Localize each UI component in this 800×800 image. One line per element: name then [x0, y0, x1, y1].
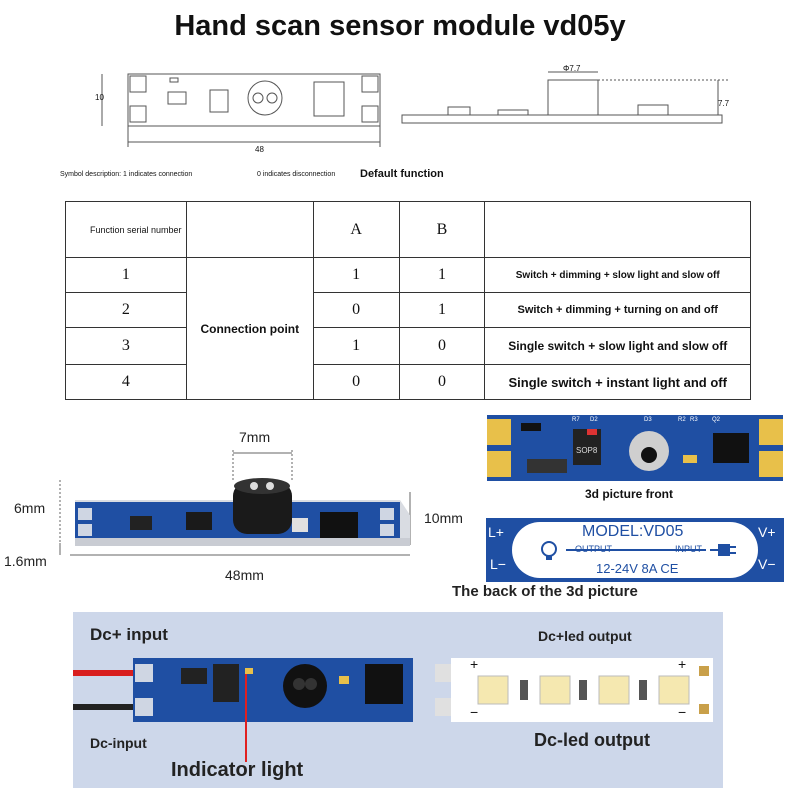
row-serial: 2	[65, 292, 187, 328]
led-minus-right-mark: −	[678, 704, 687, 720]
l-plus-label: L+	[488, 524, 504, 540]
side-view-drawing	[401, 71, 728, 124]
silk-q2: Q2	[712, 417, 721, 423]
output-label: OUTPUT	[575, 544, 612, 554]
led-plus-output-label: Dc+led output	[538, 628, 632, 644]
header-b: B	[398, 201, 486, 258]
v-minus-label: V−	[758, 556, 776, 572]
table-row: 4 0 0 Single switch + instant light and …	[65, 364, 751, 400]
silk-chip: SOP8	[576, 446, 598, 455]
sensor-width-dim: 7mm	[239, 429, 271, 445]
module-dimension-figure	[59, 450, 411, 556]
v-plus-label: V+	[758, 524, 776, 540]
front-pcb-picture	[487, 415, 783, 481]
front-caption: 3d picture front	[585, 487, 674, 501]
silk-d3: D3	[644, 417, 652, 423]
default-function-label: Default function	[360, 168, 444, 180]
row-serial: 1	[65, 257, 187, 293]
dc-plus-input-label: Dc+ input	[90, 625, 168, 644]
table-row: 3 1 0 Single switch + slow light and slo…	[65, 327, 751, 365]
led-minus-left-mark: −	[470, 704, 479, 720]
row-a: 1	[312, 327, 400, 365]
side-height-dim-label: 7.7	[718, 99, 730, 108]
model-label: MODEL:VD05	[582, 523, 684, 540]
black-wire	[73, 704, 135, 710]
led-plus-left-mark: +	[470, 656, 479, 672]
row-serial: 3	[65, 327, 187, 365]
diameter-dim-label: Φ7.7	[563, 64, 581, 73]
function-table: Function serial number A B 1 Connection …	[65, 201, 751, 400]
row-b: 0	[398, 364, 486, 400]
height-dim: 6mm	[14, 500, 46, 516]
indicator-light-label: Indicator light	[171, 759, 304, 781]
table-row: 2 0 1 Switch + dimming + turning on and …	[65, 292, 751, 328]
sensor-body	[233, 482, 292, 534]
row-desc: Switch + dimming + slow light and slow o…	[484, 257, 751, 293]
row-desc: Switch + dimming + turning on and off	[484, 292, 751, 328]
l-minus-label: L−	[490, 556, 506, 572]
row-a: 0	[312, 364, 400, 400]
silk-r7: R7	[572, 417, 580, 423]
row-b: 1	[398, 257, 486, 293]
table-header-row: Function serial number A B	[65, 201, 751, 258]
header-empty	[185, 201, 314, 258]
back-pcb-picture	[486, 518, 784, 582]
connection-point-cell: Connection point	[185, 257, 314, 400]
silk-d2: D2	[590, 417, 598, 423]
symbol-description: Symbol description: 1 indicates connecti…	[60, 171, 193, 178]
row-desc: Single switch + instant light and off	[484, 364, 751, 400]
page-title: Hand scan sensor module vd05y	[174, 10, 626, 42]
back-caption: The back of the 3d picture	[452, 583, 638, 600]
silk-r2: R2	[678, 417, 686, 423]
wiring-diagram	[73, 658, 713, 762]
silk-r3: R3	[690, 417, 698, 423]
row-b: 0	[398, 327, 486, 365]
row-desc: Single switch + slow light and slow off	[484, 327, 751, 365]
bulb-icon	[541, 541, 557, 560]
header-serial: Function serial number	[65, 201, 187, 258]
top-view-drawing	[101, 73, 381, 147]
header-a: A	[312, 201, 400, 258]
table-row: 1 Connection point 1 1 Switch + dimming …	[65, 257, 751, 400]
width-dim: 10mm	[424, 510, 463, 526]
led-plus-right-mark: +	[678, 656, 687, 672]
thickness-dim: 1.6mm	[4, 553, 47, 569]
input-label: INPUT	[675, 544, 702, 554]
row-a: 1	[312, 257, 400, 293]
red-wire	[73, 670, 135, 676]
width-dim-label: 48	[255, 145, 264, 154]
row-b: 1	[398, 292, 486, 328]
row-serial: 4	[65, 364, 187, 400]
led-minus-output-label: Dc-led output	[534, 730, 650, 750]
header-desc	[484, 201, 751, 258]
row-a: 0	[312, 292, 400, 328]
height-dim-label: 10	[95, 93, 104, 102]
disconnect-description: 0 indicates disconnection	[257, 171, 336, 178]
length-dim: 48mm	[225, 567, 264, 583]
plug-icon	[710, 544, 736, 556]
dc-minus-input-label: Dc-input	[90, 735, 147, 751]
voltage-label: 12-24V 8A CE	[596, 561, 679, 576]
arrow-line	[566, 549, 706, 551]
